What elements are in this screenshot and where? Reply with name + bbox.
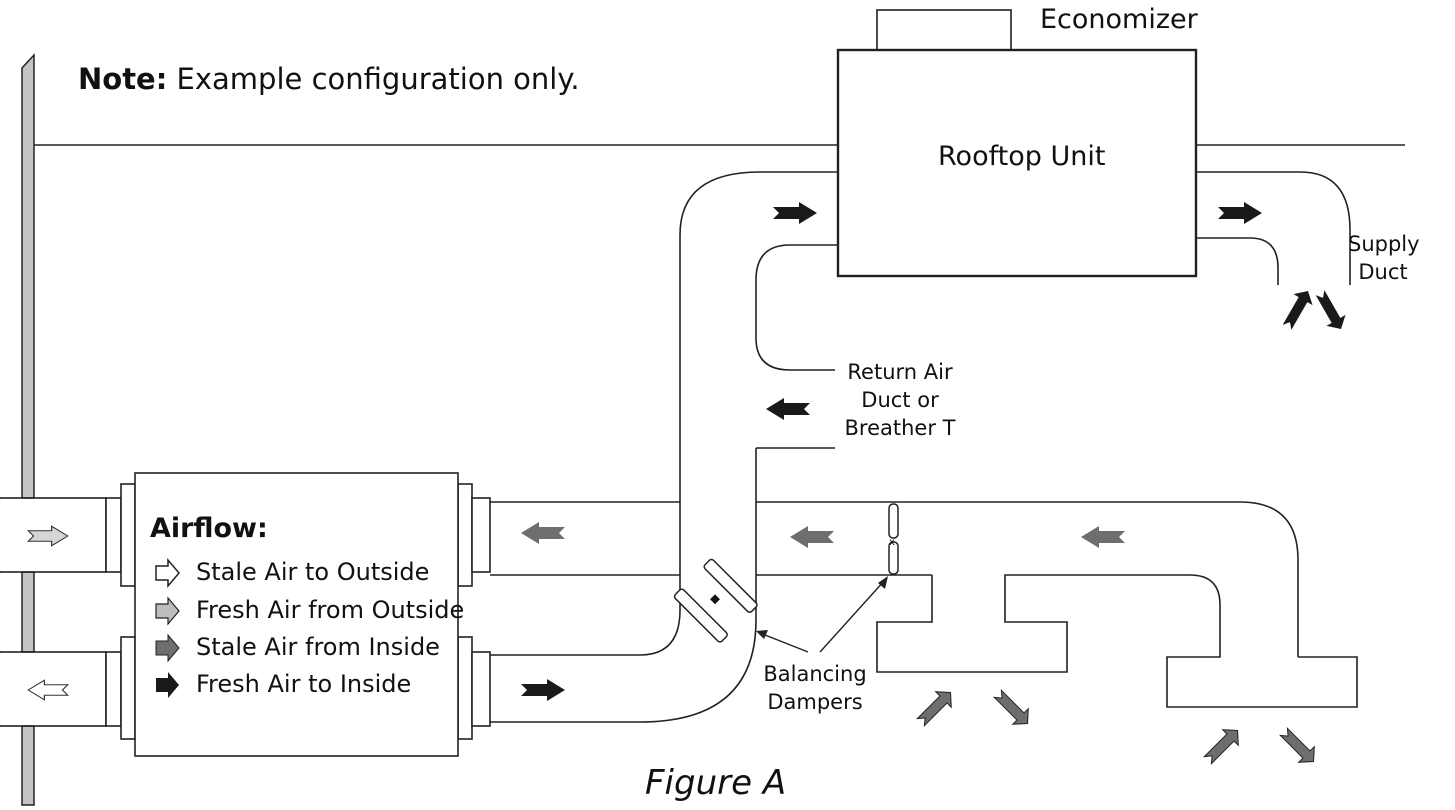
note-text: Note: Example configuration only. (78, 62, 580, 96)
economizer-label: Economizer (1040, 4, 1198, 35)
supply-duct-label-line2: Duct (1358, 260, 1408, 284)
erv-unit (0, 472, 491, 757)
return-air-label: Return Air Duct or Breather T (840, 358, 960, 442)
return-air-duct (755, 244, 838, 449)
supply-duct-label-line1: Supply (1348, 232, 1420, 256)
legend-item-fresh-to-inside: Fresh Air to Inside (196, 670, 412, 698)
balancing-dampers-label-line2: Dampers (767, 690, 863, 714)
supply-duct (1196, 171, 1351, 285)
legend-item-stale-to-outside: Stale Air to Outside (196, 558, 430, 586)
damper-pointer-lines (756, 576, 888, 653)
legend-item-fresh-from-outside: Fresh Air from Outside (196, 596, 465, 624)
balancing-dampers-label-line1: Balancing (763, 662, 867, 686)
return-air-label-line2: Duct or (861, 388, 939, 412)
balancing-dampers-label: Balancing Dampers (755, 660, 875, 716)
balancing-damper-left (673, 558, 758, 643)
legend-title: Airflow: (150, 513, 268, 544)
stale-air-duct (490, 501, 1358, 708)
fresh-air-duct (490, 171, 838, 723)
supply-duct-label: Supply Duct (1348, 230, 1420, 286)
balancing-damper-right: x (888, 503, 899, 575)
rooftop-unit-label: Rooftop Unit (938, 141, 1106, 172)
note-bold: Note: (78, 62, 168, 96)
return-air-label-line1: Return Air (847, 360, 953, 384)
rooftop-unit-box (836, 48, 1198, 278)
svg-text:x: x (889, 537, 895, 548)
figure-caption: Figure A (645, 763, 787, 803)
legend-item-stale-from-inside: Stale Air from Inside (196, 633, 440, 661)
return-air-label-line3: Breather T (844, 416, 956, 440)
note-body: Example configuration only. (167, 62, 580, 96)
economizer-box (876, 9, 1012, 51)
